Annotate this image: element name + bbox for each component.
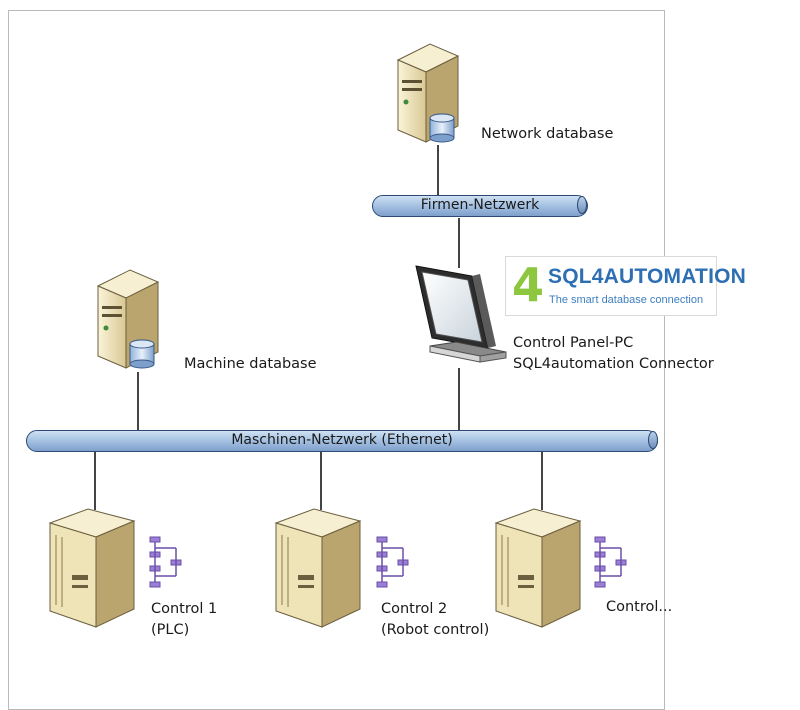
connector-machine-db [137,372,139,430]
network-database-label: Network database [481,126,614,142]
controller-cabinet-icon [274,508,362,628]
control-2-label-2: (Robot control) [381,622,490,638]
connector-company-to-panel [458,218,460,268]
connector-control-3 [541,452,543,510]
control-panel-label-1: Control Panel-PC [513,335,634,351]
control-3-label-1: Control... [606,599,673,615]
logo-name: SQL4AUTOMATION [548,265,747,288]
logo-tagline: The smart database connection [549,294,704,306]
monitor-icon [415,265,507,363]
machine-network-bus: Maschinen-Netzwerk (Ethernet) [26,430,658,452]
company-network-label: Firmen-Netzwerk [420,197,540,213]
machine-database-label: Machine database [184,356,317,372]
sql4automation-logo: 4 SQL4AUTOMATION The smart database conn… [505,256,746,316]
company-network-bus: Firmen-Netzwerk [372,195,588,217]
controller-cabinet-icon [494,508,582,628]
company-network-cap [577,196,587,214]
controller-cabinet-icon [48,508,136,628]
machine-network-label: Maschinen-Netzwerk (Ethernet) [231,432,453,448]
connector-network-db [437,145,439,195]
control-2-label-1: Control 2 [381,601,448,617]
flow-diagram-icon [149,536,182,588]
logo-mark: 4 [512,258,545,312]
connector-panel-to-machine [458,368,460,430]
control-1-label-1: Control 1 [151,601,218,617]
control-panel-label-2: SQL4automation Connector [513,356,714,372]
server-database-icon [396,43,460,143]
control-1-label-2: (PLC) [151,622,190,638]
server-database-icon [96,269,160,369]
flow-diagram-icon [376,536,409,588]
connector-control-2 [320,452,322,510]
connector-control-1 [94,452,96,510]
flow-diagram-icon [594,536,627,588]
machine-network-cap [648,431,658,449]
